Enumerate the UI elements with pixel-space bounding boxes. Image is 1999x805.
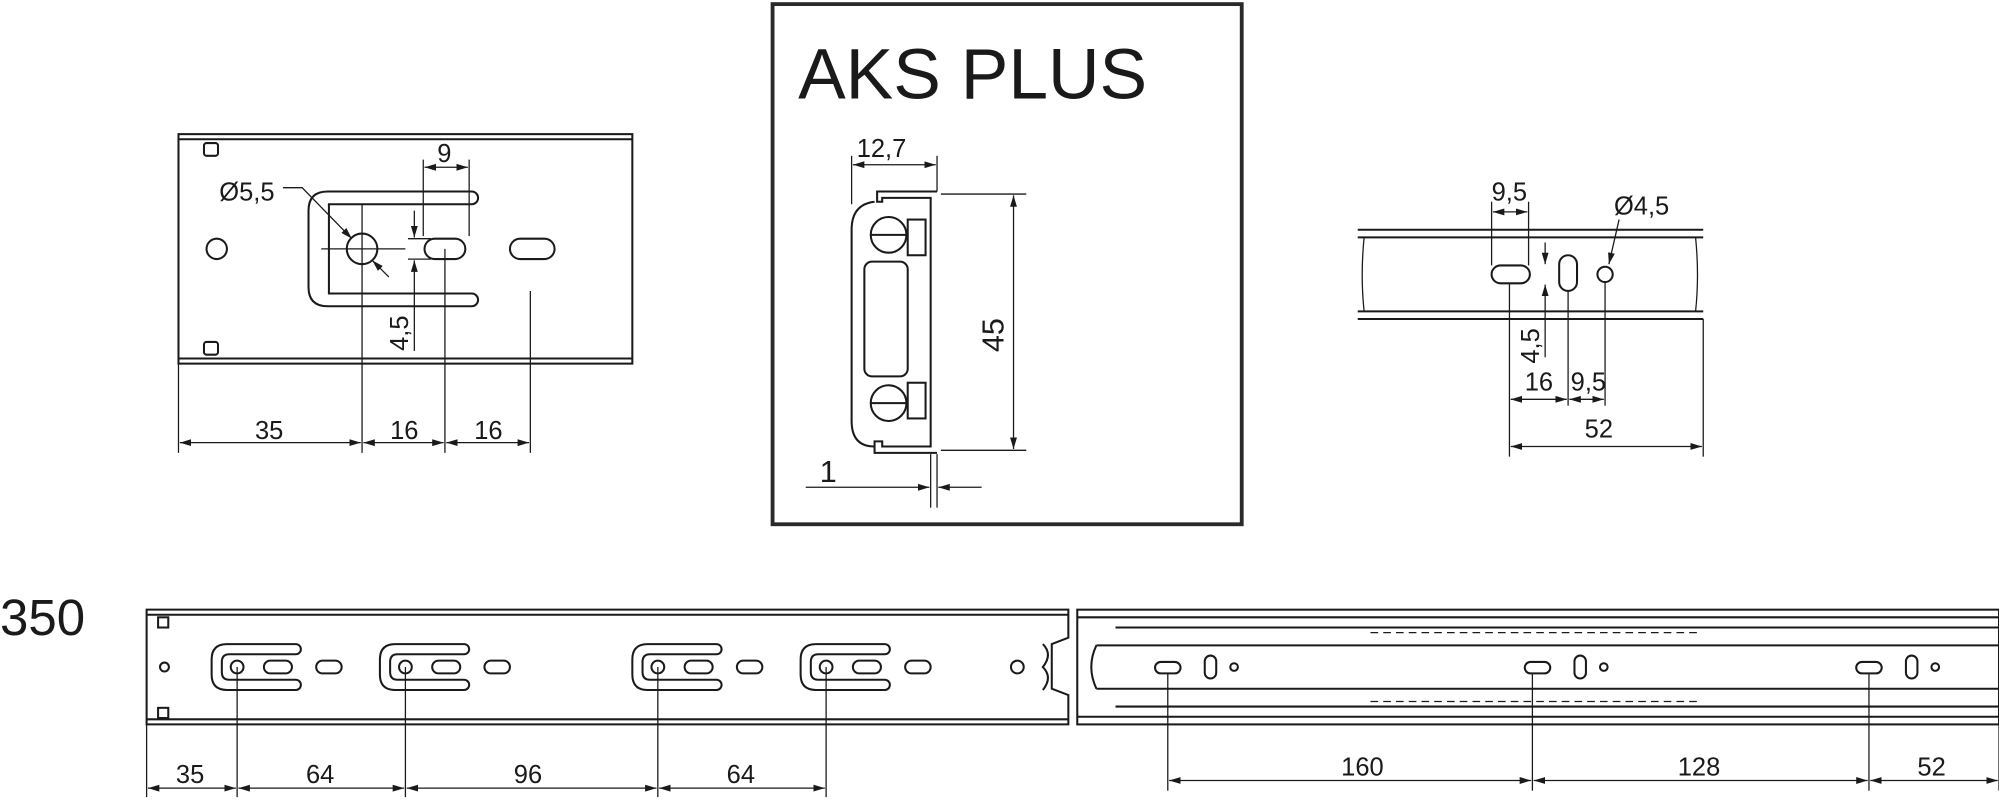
- rail-slot-width-label: 9,5: [1492, 178, 1527, 206]
- dim-label: 9,5: [1571, 368, 1606, 396]
- dim-label: 52: [1917, 753, 1945, 781]
- rail-slot-height-label: 4,5: [1517, 328, 1545, 363]
- drawer-member-view: 160 128 52: [1076, 608, 1999, 791]
- dim-label: 35: [255, 417, 283, 445]
- dim-label: 16: [474, 417, 502, 445]
- rail-hole-diameter-label: Ø4,5: [1614, 192, 1669, 220]
- rail-detail-view: 9,5 Ø4,5 4,5 16 9,5 52: [1357, 178, 1704, 457]
- profile-width-label: 12,7: [857, 135, 907, 163]
- dim-label: 64: [306, 761, 334, 789]
- slot-width-label: 9: [437, 140, 451, 168]
- cabinet-member-view: 35 64 96 64: [145, 608, 1070, 798]
- dim-label: 16: [1525, 368, 1553, 396]
- profile-section-box: AKS PLUS 12,7 45 1: [770, 2, 1244, 527]
- product-title: AKS PLUS: [798, 34, 1147, 114]
- slot-height-label: 4,5: [386, 315, 414, 350]
- rail-total-label: 52: [1585, 416, 1613, 444]
- length-label: 350: [0, 589, 85, 646]
- dim-label: 128: [1678, 753, 1721, 781]
- dim-label: 96: [514, 761, 542, 789]
- gap-label: 1: [820, 455, 837, 489]
- dim-label: 64: [727, 761, 755, 789]
- front-bracket-view: Ø5,5 9 4,5 35 16 16: [177, 133, 634, 453]
- hole-diameter-label: Ø5,5: [219, 178, 274, 206]
- dim-label: 16: [390, 417, 418, 445]
- dim-label: 160: [1341, 753, 1384, 781]
- dim-label: 35: [176, 761, 204, 789]
- profile-height-label: 45: [976, 318, 1010, 352]
